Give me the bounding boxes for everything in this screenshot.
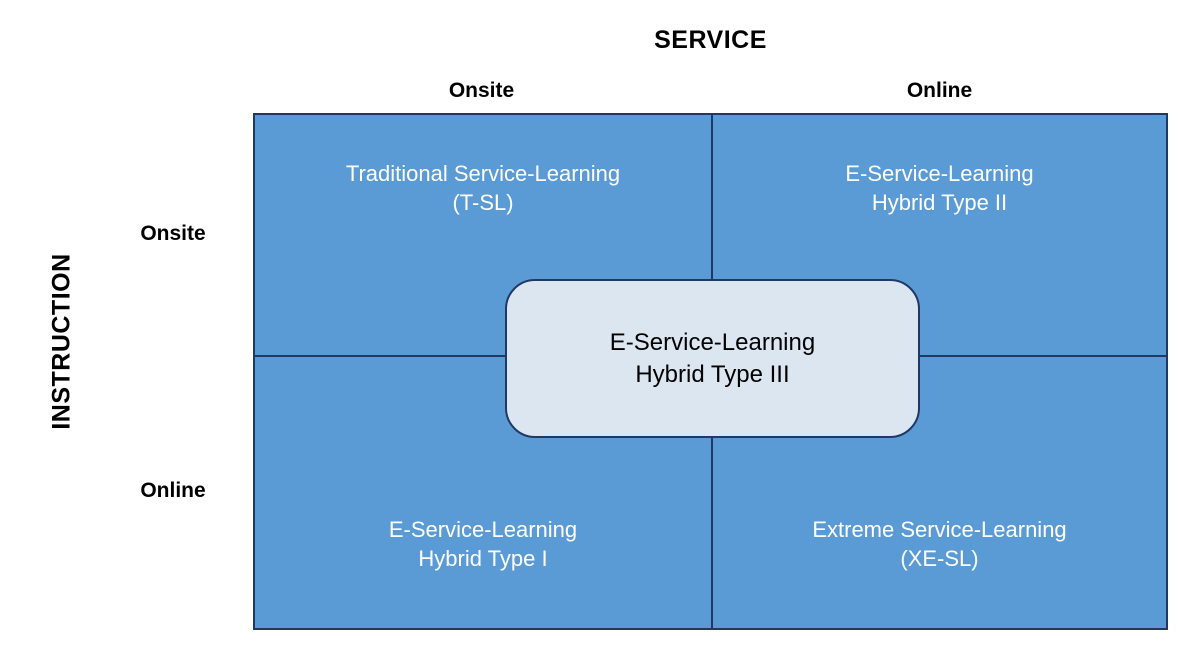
row-header-onsite: Onsite — [140, 222, 206, 245]
service-axis-title: SERVICE — [654, 26, 767, 54]
column-header-online: Online — [906, 79, 973, 102]
center-callout-line2: Hybrid Type III — [635, 360, 790, 388]
quadrant-bottom-left-line1: E-Service-Learning — [388, 517, 578, 542]
quadrant-top-left-line1: Traditional Service-Learning — [345, 161, 621, 186]
quadrant-traditional-service-learning: Traditional Service-Learning (T-SL) — [255, 115, 711, 355]
column-header-onsite: Onsite — [448, 79, 515, 102]
quadrant-top-left-line2: (T-SL) — [452, 189, 514, 215]
service-learning-matrix: Traditional Service-Learning (T-SL) E-Se… — [253, 113, 1168, 630]
quadrant-e-service-learning-hybrid-type-i: E-Service-Learning Hybrid Type I — [255, 357, 711, 628]
center-callout-e-service-learning-hybrid-type-iii: E-Service-Learning Hybrid Type III — [505, 279, 920, 438]
quadrant-e-service-learning-hybrid-type-ii: E-Service-Learning Hybrid Type II — [713, 115, 1166, 355]
quadrant-bottom-right-line1: Extreme Service-Learning — [812, 517, 1067, 542]
quadrant-top-right-line2: Hybrid Type II — [871, 189, 1008, 215]
row-header-online: Online — [140, 479, 206, 502]
quadrant-bottom-left-line2: Hybrid Type I — [418, 545, 548, 571]
quadrant-top-right-line1: E-Service-Learning — [845, 161, 1034, 186]
quadrant-bottom-right-line2: (XE-SL) — [900, 545, 979, 571]
quadrant-extreme-service-learning: Extreme Service-Learning (XE-SL) — [713, 357, 1166, 628]
center-callout-line1: E-Service-Learning — [609, 328, 816, 356]
instruction-axis-title: INSTRUCTION — [47, 253, 76, 430]
